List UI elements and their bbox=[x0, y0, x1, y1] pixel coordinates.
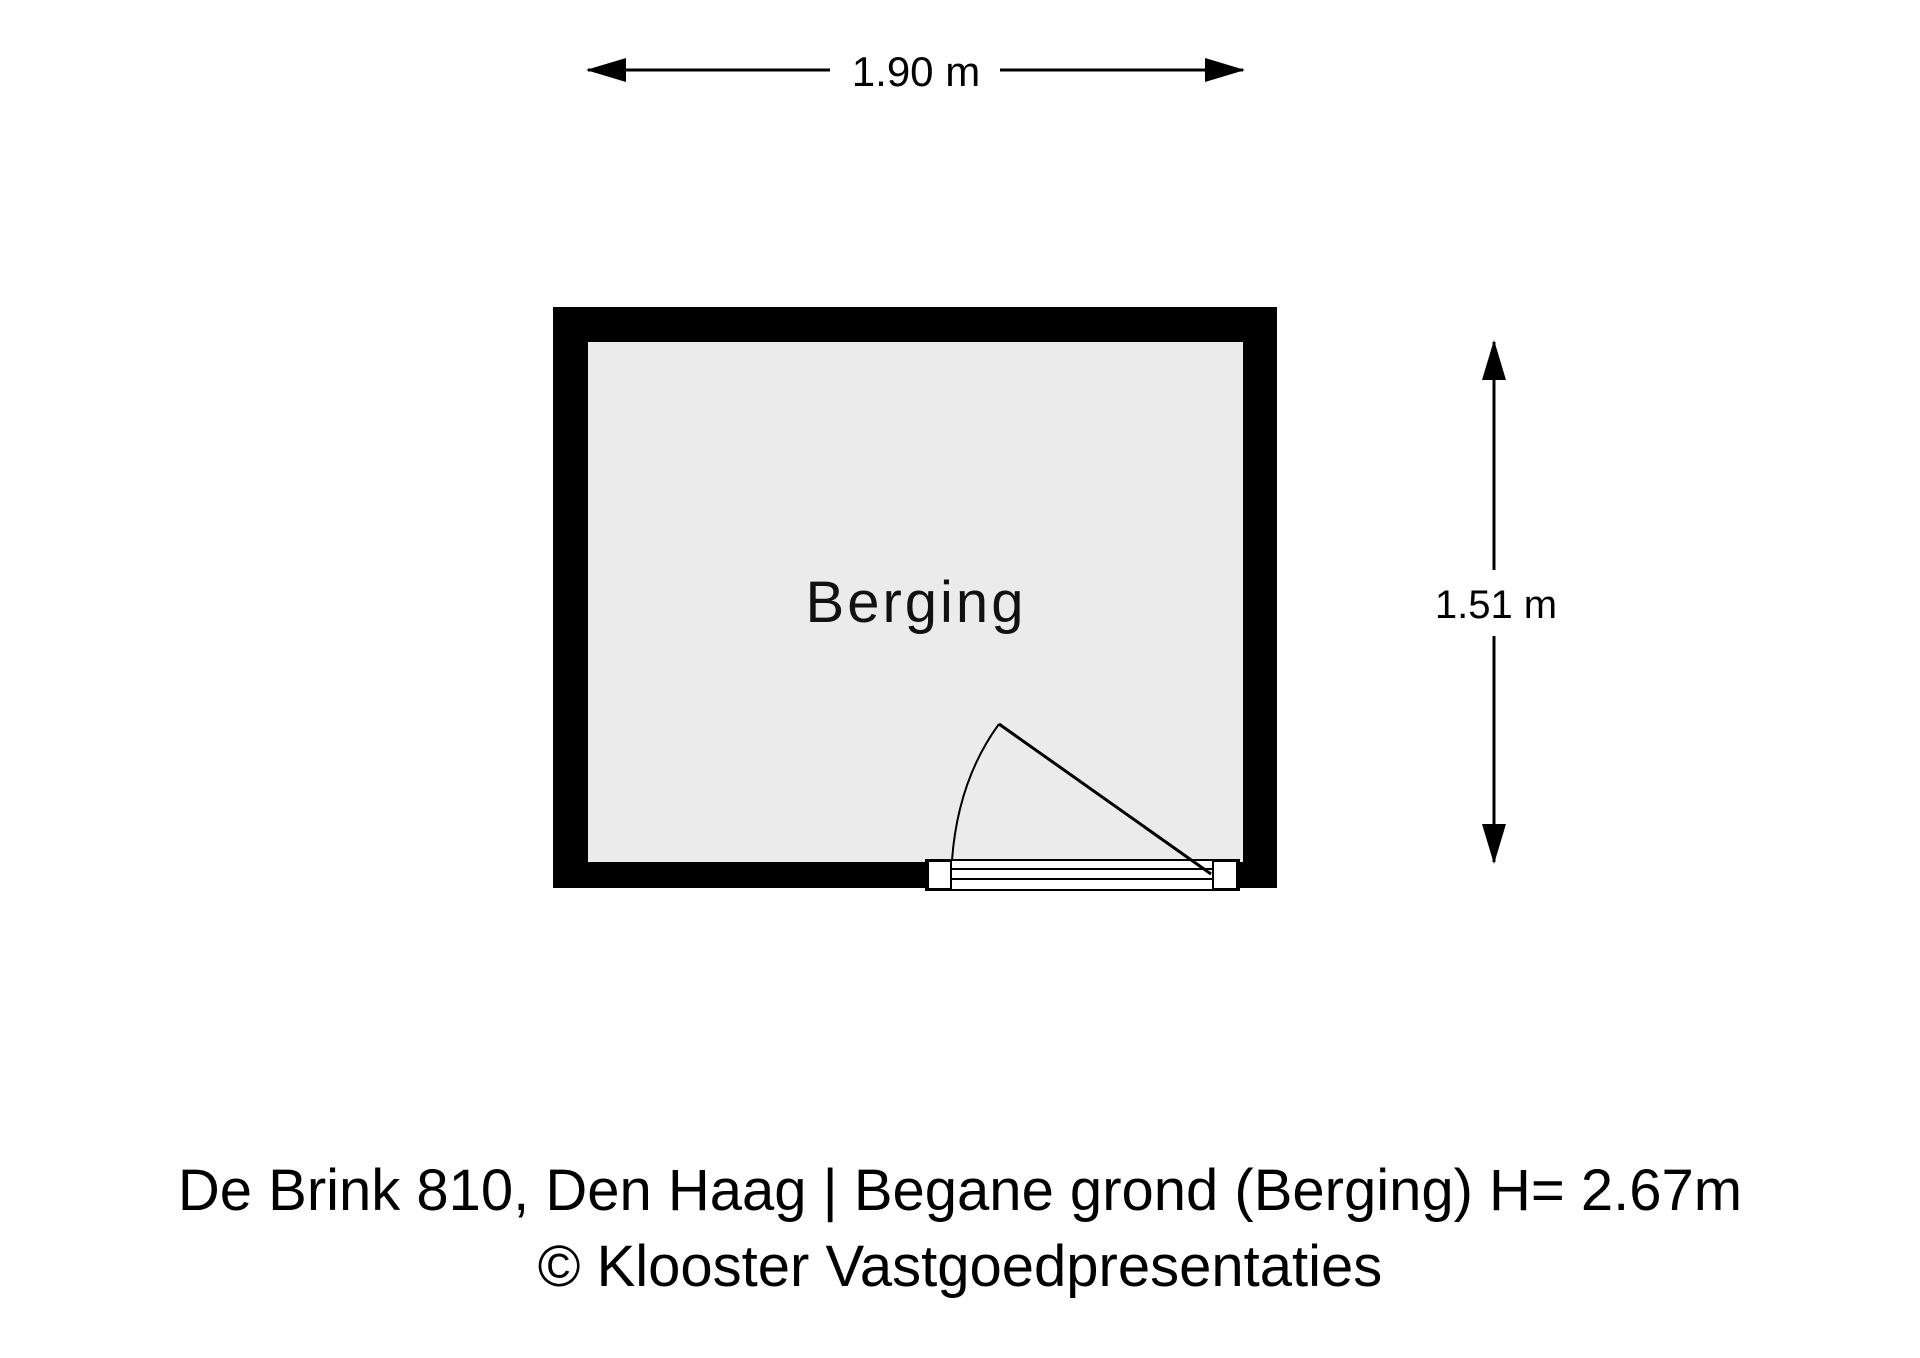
depth-dimension: 1.51 m bbox=[1435, 340, 1557, 864]
caption-address: De Brink 810, Den Haag | Begane grond (B… bbox=[178, 1158, 1742, 1223]
door bbox=[925, 722, 1240, 891]
room-floor bbox=[588, 342, 1243, 862]
room-label: Berging bbox=[806, 570, 1027, 635]
arrow-left-icon bbox=[586, 58, 626, 82]
depth-label: 1.51 m bbox=[1435, 583, 1557, 627]
room-berging: Berging bbox=[553, 307, 1277, 888]
door-jamb bbox=[1212, 860, 1238, 890]
arrow-down-icon bbox=[1482, 824, 1506, 864]
arrow-right-icon bbox=[1205, 58, 1245, 82]
door-jamb bbox=[927, 860, 952, 890]
door-leaf bbox=[998, 722, 1212, 876]
width-dimension: 1.90 m bbox=[586, 48, 1245, 95]
arrow-up-icon bbox=[1482, 340, 1506, 380]
width-label: 1.90 m bbox=[852, 48, 980, 95]
caption-copyright: © Klooster Vastgoedpresentaties bbox=[538, 1234, 1382, 1299]
door-swing-arc bbox=[951, 723, 1000, 861]
